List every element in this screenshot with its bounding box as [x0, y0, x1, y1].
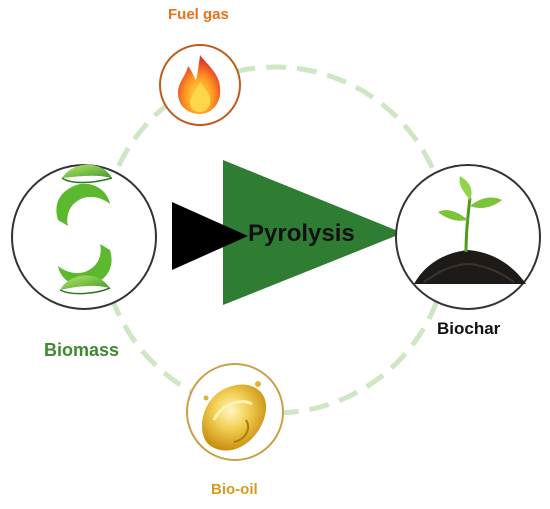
sapling-in-soil-icon	[414, 176, 526, 284]
fuel-gas-node	[159, 44, 241, 126]
biomass-label: Biomass	[44, 340, 120, 360]
bio-oil-label: Bio-oil	[211, 481, 258, 498]
pyrolysis-arrow	[223, 160, 403, 305]
input-arrow	[172, 202, 248, 270]
bio-oil-node	[186, 363, 284, 461]
biomass-node	[11, 164, 157, 310]
flame-icon	[178, 55, 221, 114]
fuel-gas-label: Fuel gas	[168, 6, 229, 23]
leaf-cycle-icon	[56, 164, 113, 295]
pyrolysis-label: Pyrolysis	[248, 220, 355, 247]
biochar-node	[395, 164, 541, 310]
oil-splash-icon	[202, 381, 267, 451]
biochar-label: Biochar	[437, 319, 501, 338]
